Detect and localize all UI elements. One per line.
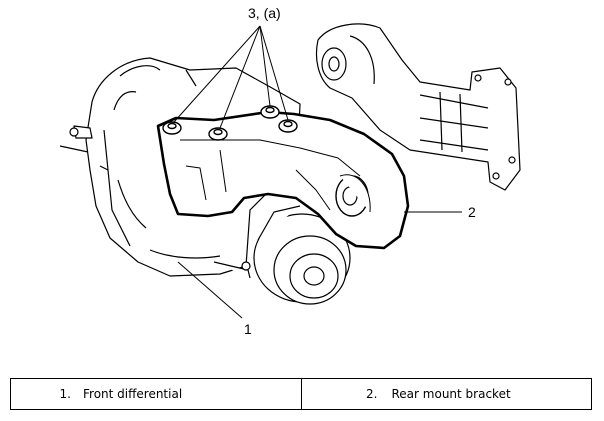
rear-housing: [315, 23, 521, 191]
bolt-4: [278, 119, 298, 133]
drive-flange: [253, 205, 351, 305]
callout-bolts: 3, (a): [248, 5, 281, 21]
callout-bracket: 2: [468, 204, 476, 220]
bolt-2: [208, 127, 228, 141]
legend-row: 1. Front differential 2. Rear mount brac…: [10, 378, 592, 410]
callout-differential: 1: [244, 321, 252, 337]
leader-lines: [173, 25, 462, 319]
legend-label: Front differential: [83, 387, 183, 401]
legend-number: 1.: [59, 387, 71, 401]
parts-legend: 1. Front differential 2. Rear mount brac…: [10, 378, 592, 410]
legend-item-rear-mount-bracket: 2. Rear mount bracket: [300, 378, 592, 410]
bolt-1: [162, 121, 182, 135]
differential-bracket-diagram: 3, (a) 2 1: [59, 5, 521, 337]
rear-mount-bracket: [156, 110, 410, 250]
mounting-bolts: [162, 105, 298, 141]
legend-item-front-differential: 1. Front differential: [10, 378, 302, 410]
legend-number: 2.: [366, 387, 378, 401]
bolt-3: [260, 105, 280, 119]
legend-label: Rear mount bracket: [391, 387, 511, 401]
